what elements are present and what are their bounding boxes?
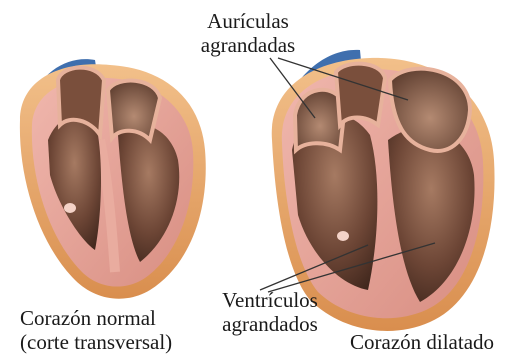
dilated-caption-line1: Corazón dilatado <box>350 330 494 354</box>
atria-label: Aurículas agrandadas <box>183 9 313 57</box>
dilated-atrium-mid <box>336 64 385 125</box>
normal-heart-caption: Corazón normal (corte transversal) <box>20 306 172 354</box>
normal-caption-line1: Corazón normal <box>20 306 172 330</box>
ventricles-label-line2: agrandados <box>205 312 335 336</box>
ventricles-label: Ventrículos agrandados <box>205 288 335 336</box>
dilated-heart-caption: Corazón dilatado <box>350 330 494 354</box>
atria-label-line2: agrandadas <box>183 33 313 57</box>
normal-heart <box>20 59 206 299</box>
normal-caption-line2: (corte transversal) <box>20 330 172 354</box>
ventricles-label-line1: Ventrículos <box>205 288 335 312</box>
dilated-papillary <box>337 231 349 241</box>
atria-label-line1: Aurículas <box>183 9 313 33</box>
normal-papillary <box>64 203 76 213</box>
normal-atrium-right <box>108 81 160 140</box>
